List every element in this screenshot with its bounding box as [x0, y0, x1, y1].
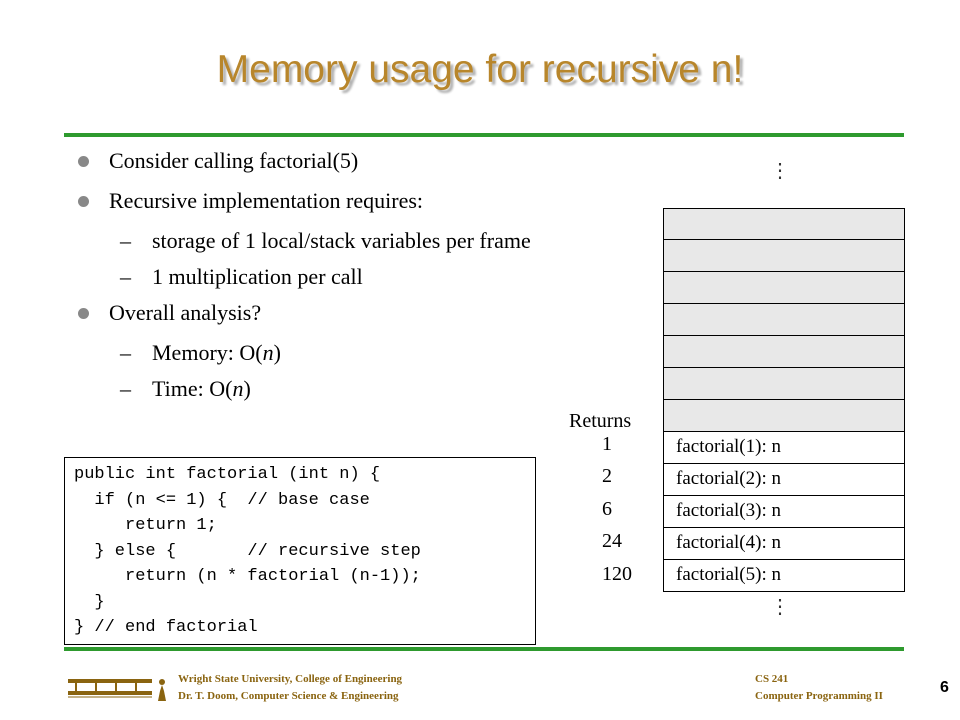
sub-bullet-text: Time: O(n) — [152, 376, 251, 401]
returns-label: Returns — [569, 410, 632, 432]
bullet-text: Overall analysis? — [109, 300, 262, 325]
stack-frame — [663, 208, 905, 240]
stack-frame — [663, 336, 905, 368]
stack-frame — [663, 304, 905, 336]
return-value: 6 — [602, 498, 612, 520]
stack-frame — [663, 368, 905, 400]
footer-institution-line1: Wright State University, College of Engi… — [178, 673, 403, 685]
bullet-item: Recursive implementation requires: — [75, 188, 535, 214]
bullet-dot-icon — [78, 308, 89, 319]
sub-bullet-text: 1 multiplication per call — [152, 264, 363, 289]
stack-frame-factorial-2: factorial(2): n — [663, 464, 905, 496]
call-stack: factorial(1): n factorial(2): n factoria… — [663, 208, 905, 592]
bullet-dot-icon — [78, 156, 89, 167]
code-box: public int factorial (int n) { if (n <= … — [64, 457, 536, 645]
footer-institution: Wright State University, College of Engi… — [178, 671, 402, 705]
bullet-item: Consider calling factorial(5) — [75, 148, 535, 174]
footer-course: CS 241 Computer Programming II — [755, 671, 883, 705]
bullet-text: Consider calling factorial(5) — [109, 148, 359, 173]
sub-bullet-text: storage of 1 local/stack variables per f… — [152, 228, 531, 253]
stack-frame-factorial-4: factorial(4): n — [663, 528, 905, 560]
return-value: 120 — [602, 563, 632, 585]
bullet-dot-icon — [78, 196, 89, 207]
stack-frame — [663, 272, 905, 304]
footer-institution-line2: Dr. T. Doom, Computer Science & Engineer… — [178, 690, 399, 702]
return-value: 24 — [602, 530, 622, 552]
slide-title: Memory usage for recursive n! — [216, 48, 744, 91]
sub-bullet-item: –Time: O(n) — [120, 376, 251, 401]
footer-course-line1: CS 241 — [755, 673, 789, 685]
return-value: 1 — [602, 433, 612, 455]
wright-flyer-logo-icon — [68, 679, 166, 701]
title-divider — [64, 133, 904, 137]
bullet-list: Consider calling factorial(5) Recursive … — [75, 148, 535, 412]
stack-bottom-ellipsis-icon: ⋮ — [770, 596, 790, 618]
page-number: 6 — [940, 679, 949, 696]
sub-bullet-item: –storage of 1 local/stack variables per … — [120, 228, 531, 253]
stack-frame — [663, 400, 905, 432]
sub-bullet-text: Memory: O(n) — [152, 340, 281, 365]
bullet-text: Recursive implementation requires: — [109, 188, 424, 213]
stack-top-ellipsis-icon: ⋮ — [770, 160, 790, 182]
stack-frame — [663, 240, 905, 272]
stack-frame-factorial-1: factorial(1): n — [663, 432, 905, 464]
footer-divider — [64, 647, 904, 651]
stack-frame-factorial-5: factorial(5): n — [663, 560, 905, 592]
bullet-item: Overall analysis? — [75, 300, 535, 326]
return-value: 2 — [602, 465, 612, 487]
sub-bullet-item: –Memory: O(n) — [120, 340, 281, 365]
stack-frame-factorial-3: factorial(3): n — [663, 496, 905, 528]
sub-bullet-item: –1 multiplication per call — [120, 264, 363, 289]
footer-course-line2: Computer Programming II — [755, 690, 883, 702]
